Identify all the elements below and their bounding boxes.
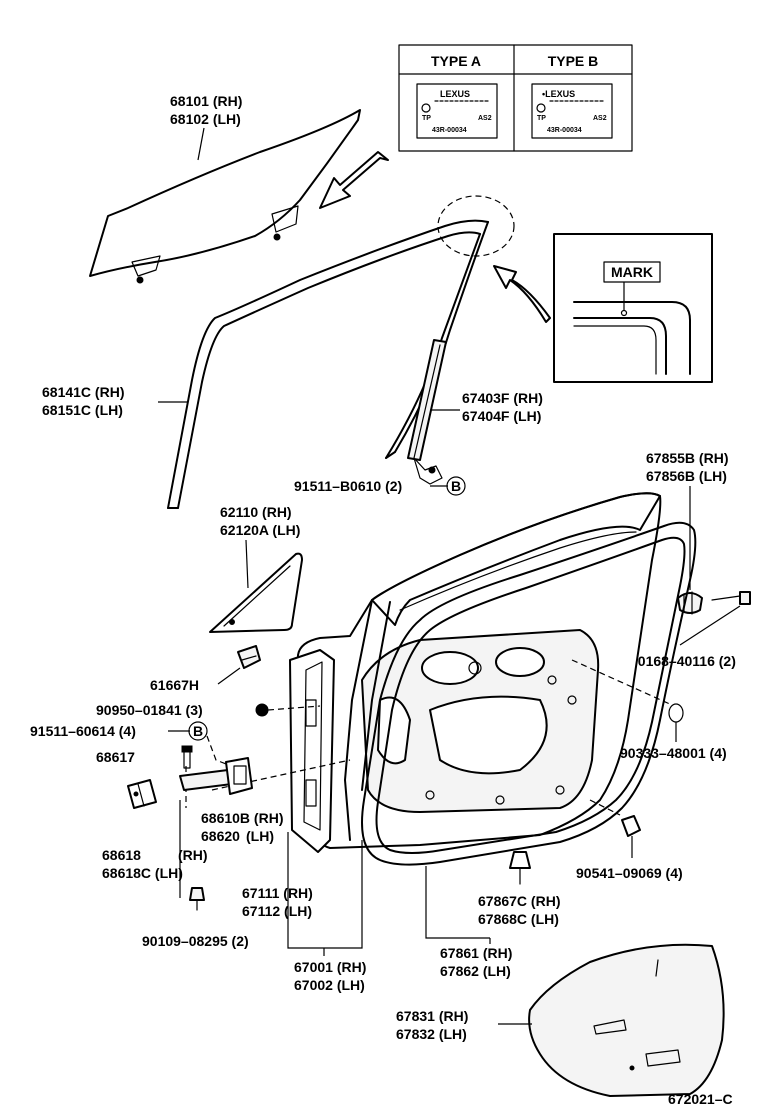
marker-b-lower-text: B [193,723,203,739]
label-68617: 68617 [96,749,135,765]
type-a-code: 43R-00034 [432,127,467,134]
label-67404f: 67404F (LH) [462,408,541,424]
label-91511-60614: 91511–60614 (4) [30,723,136,739]
mark-detail-box: MARK [553,233,713,383]
type-a-symbol-icon [421,103,431,113]
label-90541-09069: 90541–09069 (4) [576,865,683,881]
label-67002: 67002 (LH) [294,977,365,993]
label-68141c: 68141C (RH) [42,384,124,400]
label-67403f: 67403F (RH) [462,390,543,406]
type-a-as2: AS2 [478,115,492,122]
type-b-label: •LEXUS TP AS2 43R-00034 [531,83,613,139]
weatherstrip-clip [677,591,703,615]
clip-61667h [237,645,261,669]
label-68618: 68618 [102,847,141,863]
clip-67867c [509,851,531,885]
mark-label: MARK [611,264,653,280]
type-b-header: TYPE B [548,53,599,69]
service-hole-cover [528,943,725,1097]
door-check [179,757,253,795]
label-68620-lh: (LH) [246,828,274,844]
label-67856b: 67856B (LH) [646,468,727,484]
bolt-68617 [181,745,193,769]
label-67831: 67831 (RH) [396,1008,468,1024]
door-weatherstrip [361,521,697,866]
label-90168-40116: 90168–40116 (2) [630,653,736,669]
label-67862: 67862 (LH) [440,963,511,979]
marker-b-upper-text: B [451,478,461,494]
type-a-brand: LEXUS [440,89,470,99]
figure-code: 672021–C [668,1091,733,1107]
label-68618-rh: (RH) [178,847,208,863]
grommet-90950 [255,703,269,717]
detail-arrow-icon [493,265,551,323]
type-a-label: LEXUS TP AS2 43R-00034 [416,83,498,139]
door-panel [289,492,662,853]
type-label-table: TYPE A TYPE B LEXUS TP AS2 43R-00034 •LE… [398,44,633,152]
door-hinge [127,779,157,809]
cushion-90541 [621,815,641,837]
type-b-as2: AS2 [593,115,607,122]
label-67832: 67832 (LH) [396,1026,467,1042]
label-62110: 62110 (RH) [220,504,292,520]
label-62120a: 62120A (LH) [220,522,300,538]
rear-lower-channel [407,339,447,485]
label-67867c: 67867C (RH) [478,893,560,909]
glass-mark-arrow-icon [319,151,389,209]
detail-circle [437,195,515,257]
label-91511-b0610: 91511–B0610 (2) [294,478,402,494]
label-61667h: 61667H [150,677,199,693]
marker-b-upper [446,476,466,496]
label-67001: 67001 (RH) [294,959,366,975]
screw-90168 [711,591,751,605]
glass-run-channel [167,219,489,509]
door-frame-garnish [209,552,303,633]
label-90109-08295: 90109–08295 (2) [142,933,249,949]
label-67868c: 67868C (LH) [478,911,559,927]
label-68101: 68101 (RH) [170,93,242,109]
label-67112: 67112 (LH) [242,903,312,919]
label-68102: 68102 (LH) [170,111,241,127]
bolt-90109 [189,887,205,911]
label-90950-01841: 90950–01841 (3) [96,702,203,718]
label-68620: 68620 [201,828,240,844]
label-68151c: 68151C (LH) [42,402,123,418]
type-b-code: 43R-00034 [547,127,582,134]
label-67111: 67111 (RH) [242,885,313,901]
type-a-tp: TP [422,115,431,122]
marker-b-lower [188,721,208,741]
type-b-brand: •LEXUS [542,89,575,99]
door-glass [89,109,361,284]
label-67861: 67861 (RH) [440,945,512,961]
label-68610b: 68610B (RH) [201,810,283,826]
type-b-symbol-icon [536,103,546,113]
plug-90333 [668,703,684,723]
label-68618c: 68618C (LH) [102,865,183,881]
label-67855b: 67855B (RH) [646,450,728,466]
type-b-tp: TP [537,115,546,122]
label-90333-48001: 90333–48001 (4) [620,745,727,761]
type-a-header: TYPE A [431,53,481,69]
